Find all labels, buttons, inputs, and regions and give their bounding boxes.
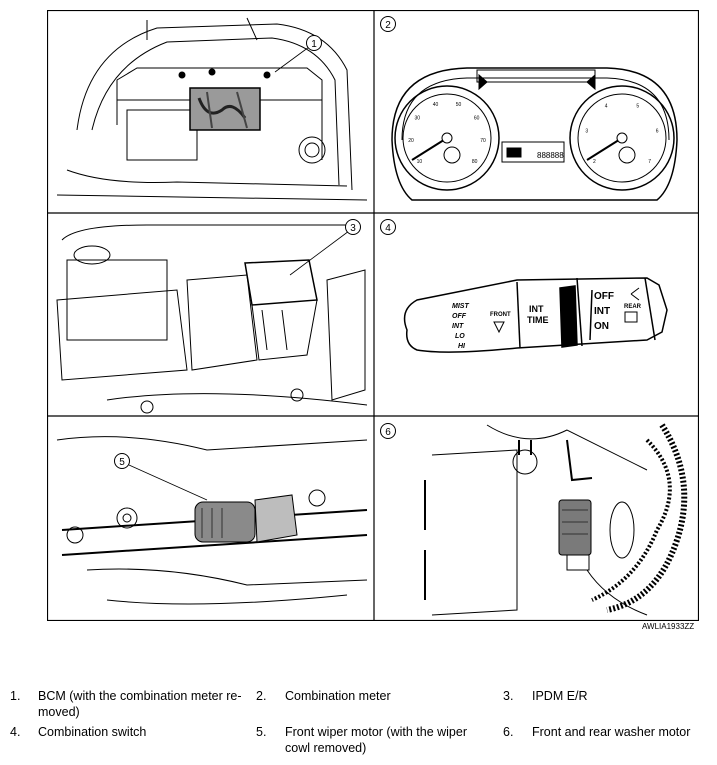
switch-label-int-right: INT — [594, 306, 610, 317]
panel-4-combination-switch — [403, 277, 668, 353]
switch-label-lo: LO — [455, 333, 465, 340]
switch-label-on: ON — [594, 321, 609, 332]
meter-odometer-readout: 888888 — [537, 151, 564, 160]
figure-code: AWLIA1933ZZ — [642, 622, 695, 631]
gauge-scale-label: 80 — [472, 159, 478, 165]
speedometer-scale: 10 20 30 40 50 60 70 80 — [408, 102, 486, 165]
tachometer-scale: 2 3 4 5 6 7 — [585, 104, 658, 166]
switch-label-off-left: OFF — [452, 313, 467, 320]
panel-4-number-badge — [380, 219, 396, 235]
gauge-scale-label: 5 — [636, 104, 639, 110]
panel-2-number-badge — [380, 16, 396, 32]
switch-label-rear: REAR — [624, 304, 642, 310]
switch-label-hi: HI — [458, 343, 466, 350]
washer-icon-rear — [624, 287, 640, 323]
callout-1-label: 1 — [311, 39, 317, 50]
gauge-scale-label: 6 — [656, 129, 659, 135]
switch-label-off-right: OFF — [594, 291, 614, 302]
gauge-scale-label: 10 — [417, 159, 423, 165]
panel-2-number-label: 2 — [385, 20, 391, 31]
switch-label-int-left: INT — [452, 323, 464, 330]
panel-5-front-wiper-motor — [56, 436, 368, 605]
panel-4-number-label: 4 — [385, 223, 391, 234]
gauge-scale-label: 40 — [433, 102, 439, 108]
gauge-scale-label: 70 — [480, 138, 486, 144]
callout-5-label: 5 — [119, 457, 125, 468]
switch-label-mist: MIST — [452, 303, 469, 310]
gauge-scale-label: 20 — [408, 138, 414, 144]
gauge-scale-label: 3 — [585, 129, 588, 135]
callout-3-label: 3 — [350, 223, 356, 234]
panel-2-combination-meter — [391, 67, 678, 201]
panel-1-bcm — [56, 17, 368, 201]
gauge-scale-label: 60 — [474, 116, 480, 122]
callout-5-circle — [114, 453, 130, 469]
switch-label-int-time-1: INT — [529, 304, 544, 314]
panel-6-number-badge — [380, 423, 396, 439]
component-location-diagram: 1 2 888888 10 20 30 40 50 60 70 80 2 3 4 5 6 7 — [47, 10, 699, 621]
gauge-scale-label: 30 — [415, 116, 421, 122]
diagram-frame — [47, 10, 699, 621]
gauge-scale-label: 2 — [593, 159, 596, 165]
panel-6-number-label: 6 — [385, 427, 391, 438]
gauge-scale-label: 7 — [648, 159, 651, 165]
callout-3-circle — [345, 219, 361, 235]
washer-icon-front — [493, 321, 505, 334]
panel-3-ipdm-er — [56, 219, 368, 414]
switch-label-int-time-2: TIME — [527, 315, 549, 325]
switch-label-front: FRONT — [490, 312, 511, 318]
gauge-scale-label: 4 — [605, 104, 608, 110]
panel-6-washer-motor — [424, 423, 688, 616]
gauge-scale-label: 50 — [456, 102, 462, 108]
callout-1-circle — [306, 35, 322, 51]
